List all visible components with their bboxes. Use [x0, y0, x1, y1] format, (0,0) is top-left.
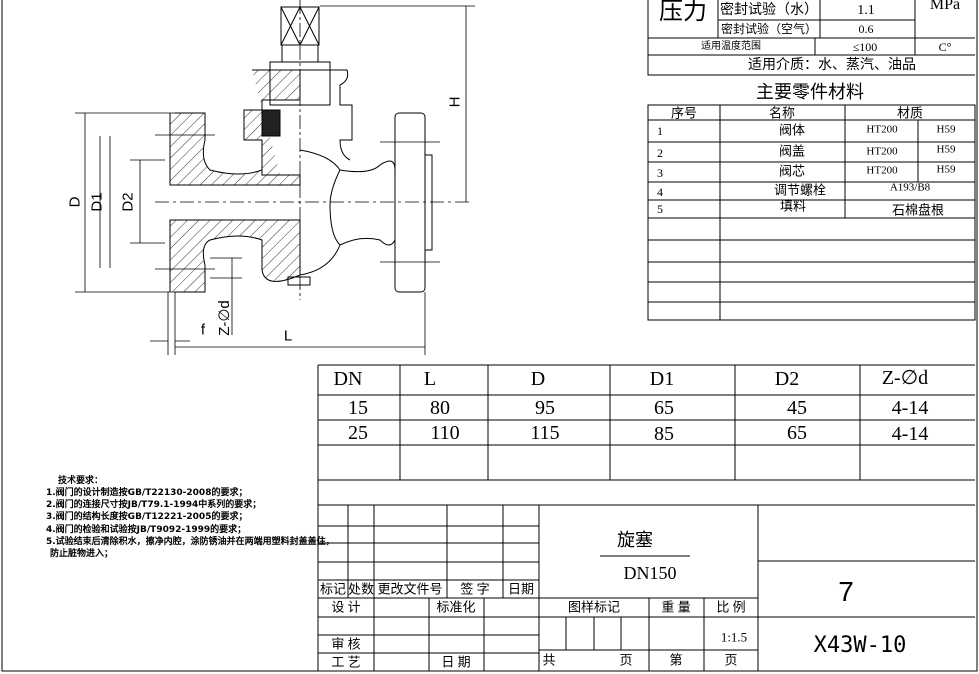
dims-cell: 110: [430, 422, 460, 444]
dims-cell: 4-14: [891, 423, 929, 445]
dim-label-zd: Z-∅d: [216, 300, 233, 336]
part-name: 阀芯: [778, 163, 806, 179]
tech-item: 2.阀门的连接尺寸按JB/T79.1-1994中系列的要求；: [46, 500, 262, 511]
dims-cell: 45: [787, 397, 807, 419]
dim-label-d2: D2: [119, 192, 137, 212]
nth-page-label: 第: [669, 652, 683, 668]
part-material: 石棉盘根: [891, 202, 945, 218]
parts-title: 主要零件材料: [756, 82, 864, 102]
tech-item: 5.试验结束后清除积水，擦净内腔，涂防锈油并在两端用塑料封盖盖住，: [46, 536, 335, 547]
dims-header: Z-∅d: [881, 367, 929, 389]
pressure-label: 压力: [659, 0, 707, 25]
dim-label-f: f: [200, 321, 206, 339]
dims-header: D1: [649, 368, 675, 390]
part-name: 填料: [779, 198, 807, 214]
design-label: 设 计: [331, 599, 361, 615]
part-material: A193/B8: [889, 181, 931, 194]
page-label: 页: [619, 652, 633, 668]
pressure-unit: MPa: [929, 0, 961, 13]
part-name: 调节螺栓: [773, 182, 827, 198]
weight-label: 重 量: [661, 599, 691, 615]
part-no: 1: [657, 124, 663, 138]
dim-label-h: H: [446, 96, 464, 108]
rev-header: 日期: [507, 581, 535, 597]
dims-header: D2: [774, 368, 800, 390]
tech-item: 4.阀门的检验和试验按JB/T9092-1999的要求；: [46, 524, 247, 535]
spec-table-lines: [647, 0, 976, 321]
temp-range-label: 适用温度范围: [701, 41, 761, 52]
dims-cell: 85: [654, 423, 674, 445]
drawing-number: 7: [838, 576, 854, 607]
dims-cell: 80: [430, 397, 450, 419]
title-block-lines: [317, 504, 975, 671]
part-no: 2: [657, 146, 663, 160]
standard-label: 标准化: [436, 599, 476, 615]
product-spec: DN150: [623, 563, 677, 583]
dims-cell: 4-14: [891, 397, 929, 419]
rev-header: 标记: [319, 581, 347, 597]
rev-header: 更改文件号: [377, 581, 443, 597]
dims-cell: 25: [348, 422, 368, 444]
model-number: X43W-10: [813, 633, 907, 658]
review-label: 审 核: [331, 636, 361, 652]
part-material-2: H59: [936, 163, 956, 176]
part-no: 5: [657, 202, 663, 216]
part-no: 4: [657, 185, 663, 199]
tech-title: 技术要求：: [58, 476, 104, 486]
tech-item: 1.阀门的设计制造按GB/T22130-2008的要求；: [46, 488, 248, 499]
tech-requirements: 技术要求： 1.阀门的设计制造按GB/T22130-2008的要求； 2.阀门的…: [46, 475, 335, 560]
part-material: HT200: [866, 123, 898, 136]
dims-cell: 115: [530, 422, 560, 444]
part-material-2: H59: [936, 143, 956, 156]
valve-section-view: [155, 0, 470, 300]
temp-range-value: ≤100: [852, 40, 878, 54]
dim-label-d1: D1: [88, 192, 106, 212]
total-pages-label: 共: [542, 652, 556, 668]
date-label: 日 期: [441, 654, 471, 670]
parts-header-material: 材质: [896, 105, 924, 121]
scale-value: 1:1.5: [720, 629, 748, 645]
dims-cell: 95: [535, 397, 555, 419]
part-material: HT200: [866, 164, 898, 177]
seal-test-air-value: 0.6: [858, 22, 874, 36]
part-material: HT200: [866, 145, 898, 158]
product-name: 旋塞: [617, 530, 653, 550]
dim-label-d: D: [66, 196, 84, 208]
dims-cell: 15: [348, 397, 368, 419]
dimension-lines: [75, 5, 475, 355]
part-name: 阀体: [778, 122, 806, 138]
seal-test-water-label: 密封试验（水）: [720, 3, 818, 18]
medium: 适用介质：水、蒸汽、油品: [748, 58, 916, 73]
tech-item: 3.阀门的结构长度按GB/T12221-2005的要求；: [46, 512, 248, 523]
temp-unit: C°: [938, 40, 952, 54]
scale-label: 比 例: [716, 599, 746, 615]
drawing-mark-label: 图样标记: [567, 599, 621, 615]
dims-table-lines: [317, 364, 975, 505]
dims-header: D: [530, 368, 546, 390]
part-no: 3: [657, 166, 663, 180]
parts-header-no: 序号: [670, 105, 698, 121]
parts-header-name: 名称: [768, 105, 796, 121]
process-label: 工 艺: [331, 654, 361, 670]
rev-header: 处数: [347, 581, 375, 597]
dims-cell: 65: [654, 397, 674, 419]
rev-header: 签 字: [460, 581, 490, 597]
seal-test-air-label: 密封试验（空气）: [720, 22, 818, 36]
dims-header: L: [423, 368, 437, 390]
dims-header: DN: [333, 368, 363, 390]
page-label: 页: [724, 652, 738, 668]
part-name: 阀盖: [778, 143, 806, 159]
dim-label-l: L: [283, 327, 293, 345]
seal-test-water-value: 1.1: [857, 3, 875, 18]
tech-item: 防止脏物进入；: [50, 548, 114, 559]
part-material-2: H59: [936, 123, 956, 136]
dims-cell: 65: [787, 422, 807, 444]
